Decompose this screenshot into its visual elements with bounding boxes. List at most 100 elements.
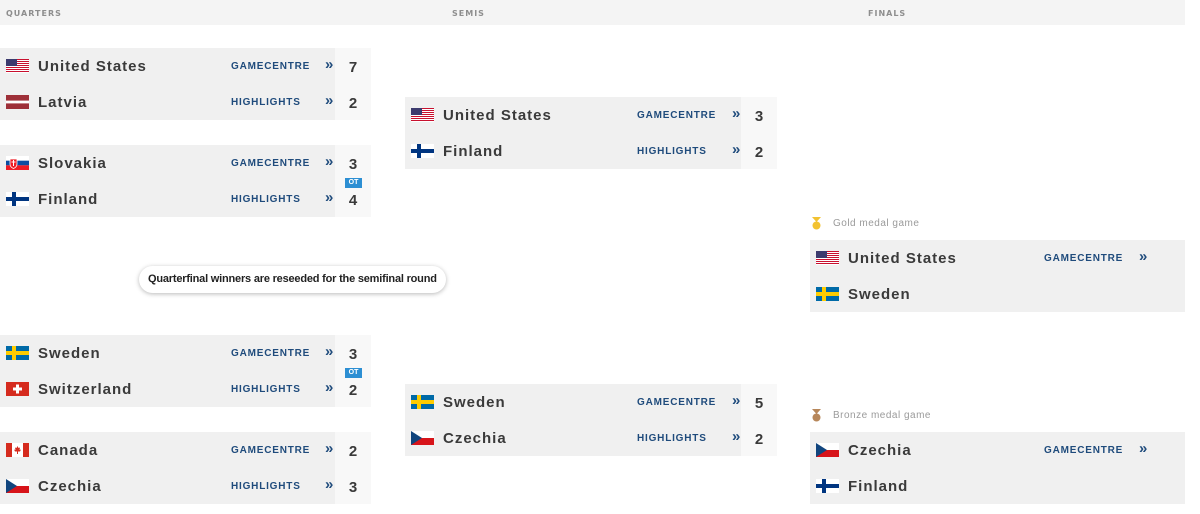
team-score: 3: [348, 479, 358, 496]
highlights-link[interactable]: HIGHLIGHTS: [231, 384, 301, 395]
flag-us-icon: [411, 108, 434, 122]
team-score: 2: [348, 95, 358, 112]
gamecentre-link[interactable]: GAMECENTRE: [637, 397, 717, 408]
team-score: 2: [754, 144, 764, 161]
team-row: United States: [0, 48, 147, 84]
team-row: Sweden: [0, 335, 101, 371]
gamecentre-link[interactable]: GAMECENTRE: [231, 348, 311, 359]
chevron-right-icon[interactable]: »: [325, 153, 334, 170]
medal-icon: [811, 217, 822, 230]
flag-lv-icon: [6, 95, 29, 109]
chevron-right-icon[interactable]: »: [325, 343, 334, 360]
team-row: Slovakia: [0, 145, 107, 181]
round-header-bar: QUARTERS SEMIS FINALS: [0, 0, 1185, 25]
team-name: Sweden: [443, 393, 506, 411]
gamecentre-link[interactable]: GAMECENTRE: [637, 110, 717, 121]
chevron-right-icon[interactable]: »: [732, 105, 741, 122]
chevron-right-icon[interactable]: »: [325, 440, 334, 457]
reseed-note: Quarterfinal winners are reseeded for th…: [139, 266, 446, 293]
team-name: Czechia: [443, 429, 507, 447]
semis-header: SEMIS: [452, 9, 485, 18]
team-row: Sweden: [810, 276, 911, 312]
flag-cz-icon: [411, 431, 434, 445]
highlights-link[interactable]: HIGHLIGHTS: [231, 481, 301, 492]
team-score: 4: [348, 192, 358, 209]
chevron-right-icon[interactable]: »: [325, 379, 334, 396]
team-row: Czechia: [810, 432, 912, 468]
team-row: Sweden: [405, 384, 506, 420]
final-matchup: United States GAMECENTRE » Sweden: [810, 240, 1185, 312]
team-name: Sweden: [848, 285, 911, 303]
chevron-right-icon[interactable]: »: [325, 92, 334, 109]
chevron-right-icon[interactable]: »: [325, 476, 334, 493]
gamecentre-link[interactable]: GAMECENTRE: [231, 158, 311, 169]
overtime-badge: OT: [345, 368, 362, 378]
team-row: Finland: [0, 181, 98, 217]
flag-se-icon: [411, 395, 434, 409]
chevron-right-icon[interactable]: »: [325, 189, 334, 206]
team-row: Czechia: [0, 468, 102, 504]
chevron-right-icon[interactable]: »: [732, 428, 741, 445]
flag-fi-icon: [816, 479, 839, 493]
flag-cz-icon: [6, 479, 29, 493]
team-name: United States: [443, 106, 552, 124]
flag-ch-icon: [6, 382, 29, 396]
highlights-link[interactable]: HIGHLIGHTS: [231, 97, 301, 108]
flag-fi-icon: [411, 144, 434, 158]
team-name: Switzerland: [38, 380, 133, 398]
team-name: Finland: [848, 477, 909, 495]
team-score: 3: [348, 156, 358, 173]
overtime-badge: OT: [345, 178, 362, 188]
team-name: Slovakia: [38, 154, 107, 172]
team-score: 7: [348, 59, 358, 76]
team-score: 3: [348, 346, 358, 363]
team-score: 3: [754, 108, 764, 125]
team-row: Czechia: [405, 420, 507, 456]
final-matchup: Czechia GAMECENTRE » Finland: [810, 432, 1185, 504]
highlights-link[interactable]: HIGHLIGHTS: [231, 194, 301, 205]
team-score: 5: [754, 395, 764, 412]
team-row: Canada: [0, 432, 98, 468]
team-name: Czechia: [848, 441, 912, 459]
flag-ca-icon: [6, 443, 29, 457]
team-row: Switzerland: [0, 371, 132, 407]
team-row: Finland: [405, 133, 503, 169]
gamecentre-link[interactable]: GAMECENTRE: [1044, 253, 1124, 264]
team-score: 2: [754, 431, 764, 448]
flag-cz-icon: [816, 443, 839, 457]
highlights-link[interactable]: HIGHLIGHTS: [637, 433, 707, 444]
gamecentre-link[interactable]: GAMECENTRE: [1044, 445, 1124, 456]
flag-fi-icon: [6, 192, 29, 206]
score-column: [335, 48, 371, 120]
team-row: United States: [810, 240, 957, 276]
team-name: Czechia: [38, 477, 102, 495]
flag-us-icon: [6, 59, 29, 73]
flag-sk-icon: [6, 156, 29, 170]
team-name: United States: [848, 249, 957, 267]
team-row: Finland: [810, 468, 908, 504]
team-name: Finland: [443, 142, 504, 160]
team-name: Finland: [38, 190, 99, 208]
chevron-right-icon[interactable]: »: [732, 141, 741, 158]
chevron-right-icon[interactable]: »: [732, 392, 741, 409]
gamecentre-link[interactable]: GAMECENTRE: [231, 445, 311, 456]
chevron-right-icon[interactable]: »: [1139, 248, 1148, 265]
chevron-right-icon[interactable]: »: [1139, 440, 1148, 457]
flag-us-icon: [816, 251, 839, 265]
chevron-right-icon[interactable]: »: [325, 56, 334, 73]
team-name: Canada: [38, 441, 99, 459]
team-name: Latvia: [38, 93, 88, 111]
team-name: Sweden: [38, 344, 101, 362]
gamecentre-link[interactable]: GAMECENTRE: [231, 61, 311, 72]
flag-se-icon: [816, 287, 839, 301]
score-column: [335, 432, 371, 504]
highlights-link[interactable]: HIGHLIGHTS: [637, 146, 707, 157]
team-score: 2: [348, 382, 358, 399]
team-name: United States: [38, 57, 147, 75]
